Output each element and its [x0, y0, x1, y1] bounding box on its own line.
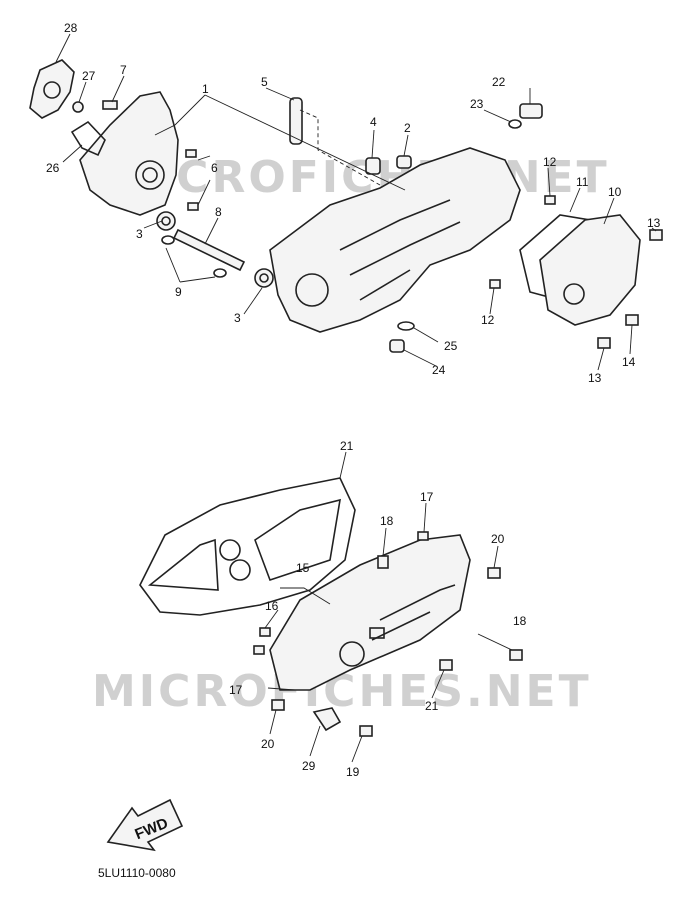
callout-21a: 21	[340, 439, 354, 453]
part-25-washer	[397, 321, 415, 331]
part-2-collar	[396, 155, 412, 169]
part-22-plug	[519, 103, 543, 119]
part-24-bolt	[389, 339, 405, 353]
part-27-nut	[72, 101, 84, 113]
callout-14: 14	[622, 355, 636, 369]
part-10-cover-boss	[563, 283, 585, 305]
part-28-hole	[43, 81, 61, 99]
part-16-dowel	[259, 627, 271, 637]
part-19-bolt	[359, 725, 373, 737]
part-17-dowel-a	[417, 531, 429, 541]
callout-24: 24	[432, 363, 446, 377]
part-4-fitting	[365, 157, 381, 175]
part-5-pipe	[289, 97, 303, 145]
gasket-loop-right	[254, 498, 341, 582]
cover-rib-b	[371, 611, 431, 641]
callout-5: 5	[261, 75, 268, 89]
callout-11: 11	[576, 175, 589, 189]
part-28-plate	[29, 59, 75, 119]
part-5-dash	[299, 109, 381, 186]
callout-1: 1	[202, 82, 209, 96]
part-21-gasket	[139, 477, 356, 616]
part-3-bearing-right-inner	[259, 273, 269, 283]
bearing-bore-left	[135, 160, 165, 190]
callout-25: 25	[444, 339, 458, 353]
bearing-bore-left-inner	[142, 167, 158, 183]
gasket-hole-a	[219, 539, 241, 561]
part-29-clamp	[312, 707, 342, 732]
part-8-shaft	[172, 228, 246, 272]
callout-12a: 12	[543, 155, 557, 169]
crankcase-rib-b	[349, 221, 461, 276]
part-12-bolt-a	[544, 195, 556, 205]
callout-13a: 13	[647, 216, 661, 230]
part-10-cover	[539, 214, 641, 326]
gasket-hole-b	[229, 559, 251, 581]
callout-3a: 3	[136, 227, 143, 241]
diagram-code: 5LU1110-0080	[98, 866, 176, 880]
crankcase-rib-a	[339, 199, 451, 251]
callout-19: 19	[346, 765, 360, 779]
leader-lines	[55, 33, 657, 763]
part-left-crankcase-half	[79, 91, 179, 216]
part-18-bolt-a	[377, 555, 389, 569]
callout-20b: 20	[261, 737, 275, 751]
callout-16: 16	[265, 599, 279, 613]
callout-23: 23	[470, 97, 484, 111]
part-20-bolt-b	[271, 699, 285, 711]
part-26-clip	[70, 120, 106, 157]
part-13-bolt-a	[649, 229, 663, 241]
part-7-bolt	[102, 100, 118, 110]
callout-15: 15	[296, 561, 310, 575]
part-12-bolt-b	[489, 279, 501, 289]
callout-17a: 17	[420, 490, 434, 504]
part-17-dowel-b	[253, 645, 265, 655]
part-18-bolt-b	[509, 649, 523, 661]
callout-28: 28	[64, 21, 78, 35]
callout-13b: 13	[588, 371, 602, 385]
part-3-bearing-left	[156, 211, 176, 231]
part-9-ring-a	[161, 235, 175, 245]
part-6-dowel-a	[185, 149, 197, 158]
callout-21b: 21	[425, 699, 439, 713]
callout-26: 26	[46, 161, 60, 175]
gasket-loop-left	[147, 538, 219, 591]
callout-4: 4	[370, 115, 377, 129]
callout-10: 10	[608, 185, 622, 199]
callout-9: 9	[175, 285, 182, 299]
callout-29: 29	[302, 759, 316, 773]
watermark-top: MICROFICHES.NET	[110, 152, 610, 203]
cover-rib-a	[379, 584, 456, 621]
part-1-crankcase	[269, 147, 521, 333]
callout-18a: 18	[380, 514, 394, 528]
part-15-cover-boss	[339, 641, 365, 667]
crankcase-bore	[295, 273, 329, 307]
callout-22: 22	[492, 75, 506, 89]
part-6-dowel-b	[187, 202, 199, 211]
callout-20a: 20	[491, 532, 505, 546]
callout-27: 27	[82, 69, 96, 83]
fwd-arrow: FWD	[106, 798, 184, 852]
callout-8: 8	[215, 205, 222, 219]
part-9-ring-b	[213, 268, 227, 278]
crankcase-rib-c	[359, 269, 411, 301]
part-23-washer	[508, 119, 522, 129]
callout-17b: 17	[229, 683, 243, 697]
cover-window	[369, 627, 385, 639]
part-3-bearing-right	[254, 268, 274, 288]
callout-6: 6	[211, 161, 218, 175]
callout-7: 7	[120, 63, 127, 77]
callout-3b: 3	[234, 311, 241, 325]
callout-12b: 12	[481, 313, 495, 327]
callout-2: 2	[404, 121, 411, 135]
part-21-bolt	[439, 659, 453, 671]
part-14-bolt	[625, 314, 639, 326]
part-15-cover	[269, 534, 471, 691]
callout-18b: 18	[513, 614, 527, 628]
part-13-bolt-b	[597, 337, 611, 349]
part-20-bolt-a	[487, 567, 501, 579]
